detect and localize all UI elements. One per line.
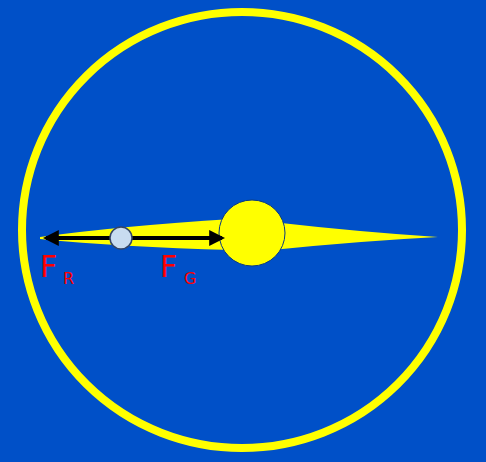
force-subscript: R bbox=[63, 271, 74, 287]
force-subscript: G bbox=[184, 271, 196, 287]
force-arrow bbox=[132, 236, 222, 240]
star-dot bbox=[110, 227, 132, 249]
orbit-ring bbox=[22, 12, 462, 448]
galaxy-arm bbox=[40, 219, 232, 250]
force-symbol: F bbox=[40, 252, 57, 282]
force-symbol: F bbox=[160, 252, 177, 282]
force-arrow bbox=[46, 236, 110, 240]
galaxy-bulge bbox=[219, 200, 285, 266]
galaxy-arm bbox=[272, 222, 438, 250]
